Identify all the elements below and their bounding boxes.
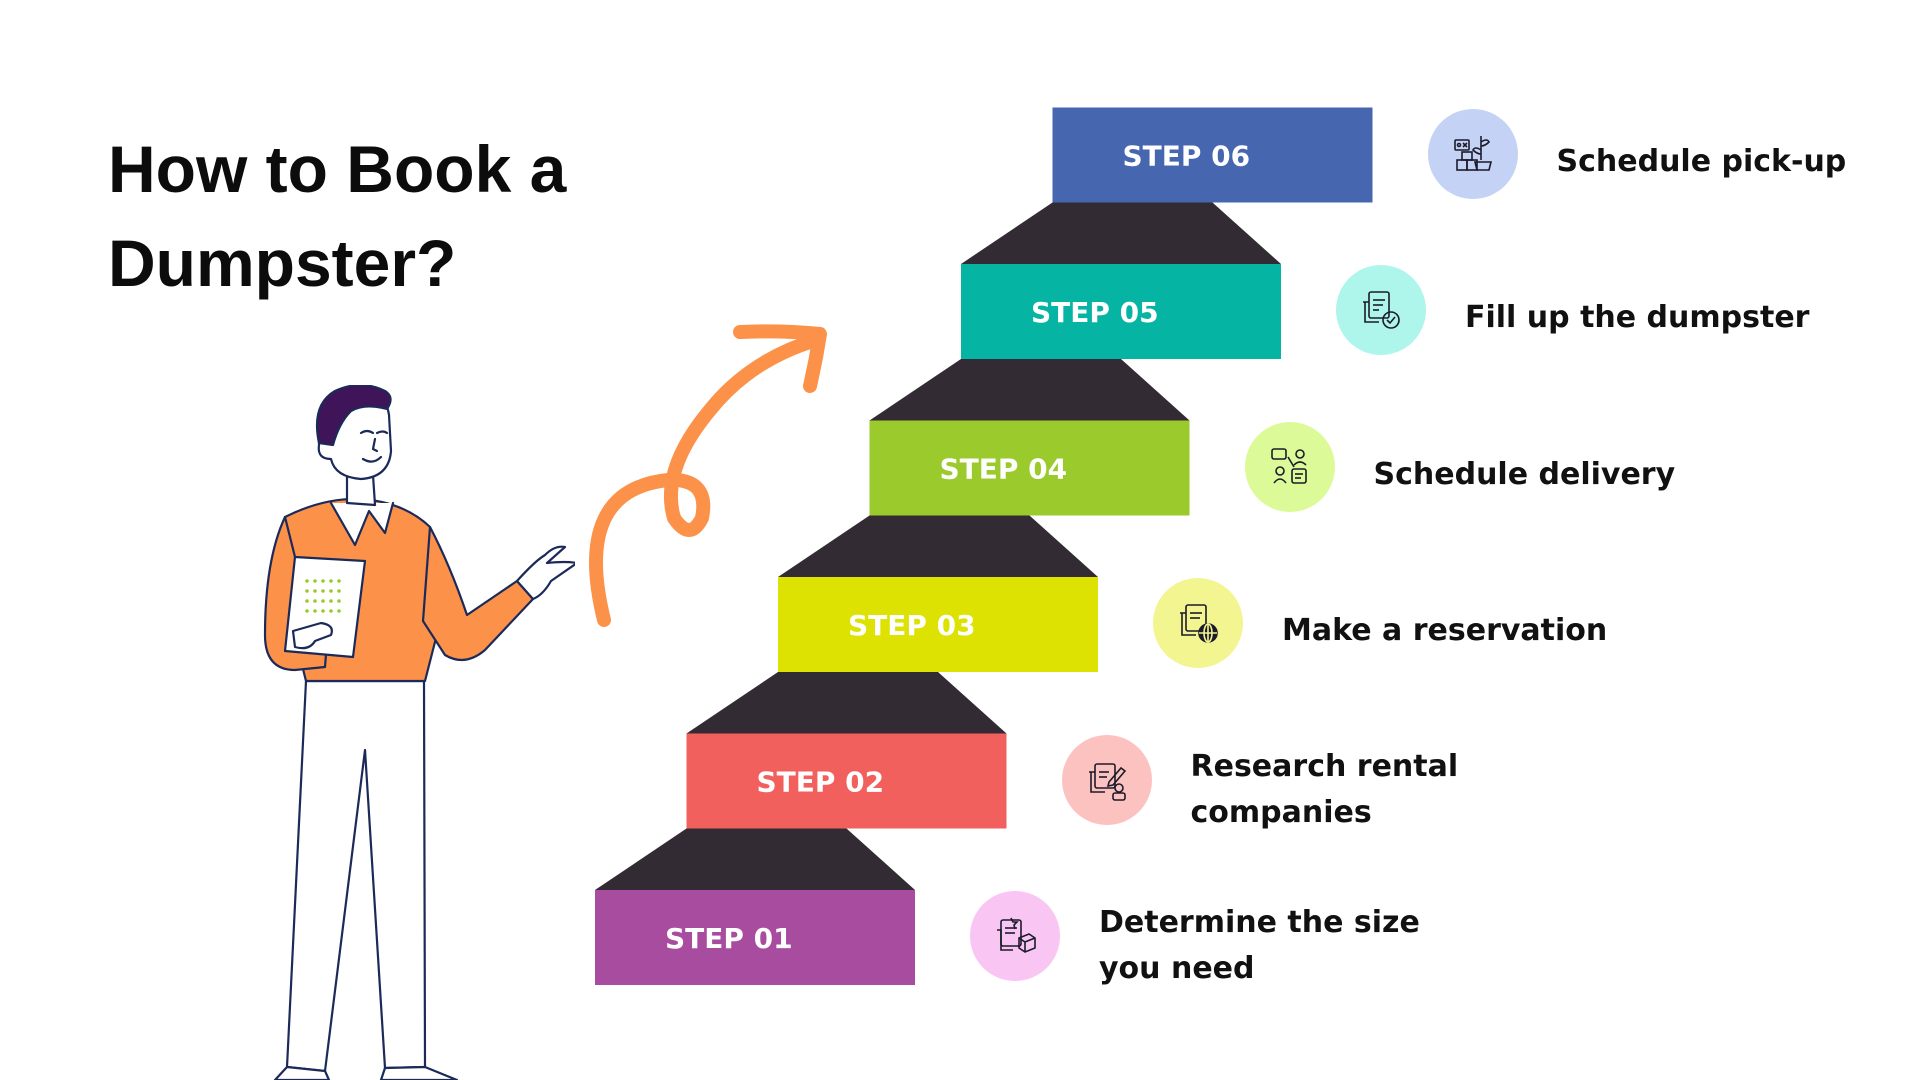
step-description-line: Make a reservation <box>1282 613 1608 648</box>
person-illustration <box>263 385 575 1080</box>
document-edit-person-icon <box>1088 762 1126 801</box>
step-label-3: STEP 03 <box>848 609 976 642</box>
step-block-6 <box>1052 107 1373 203</box>
step-description-5: Fill up the dumpster <box>1465 295 1809 341</box>
step-icon-circle-3 <box>1153 578 1243 668</box>
step-label-5: STEP 05 <box>1031 296 1159 329</box>
step-icon-circle-4 <box>1244 421 1335 512</box>
step-label-6: STEP 06 <box>1123 140 1251 173</box>
team-chat-icon <box>1270 447 1307 484</box>
step-description-6: Schedule pick-up <box>1557 139 1847 185</box>
step-icon-circle-2 <box>1061 734 1152 825</box>
document-box-icon <box>997 917 1036 953</box>
document-globe-icon <box>1180 604 1218 643</box>
step-connector <box>778 515 1098 577</box>
step-description-3: Make a reservation <box>1282 608 1607 654</box>
step-connector <box>686 672 1007 734</box>
step-icon-circle-1 <box>970 891 1060 981</box>
step-description-2: Research rental companies <box>1191 744 1459 836</box>
curved-arrow-icon <box>589 324 827 627</box>
step-icon-circle-6 <box>1427 108 1518 199</box>
step-description-line: Schedule delivery <box>1373 456 1676 492</box>
step-label-2: STEP 02 <box>757 766 885 799</box>
step-description-line: Fill up the dumpster <box>1465 300 1810 335</box>
document-check-icon <box>1363 291 1400 329</box>
step-label-1: STEP 01 <box>665 922 793 955</box>
step-icon-circle-5 <box>1336 265 1426 355</box>
step-connector <box>961 202 1281 264</box>
title-line-2: Dumpster? <box>108 226 457 300</box>
step-description-line: Research rental <box>1190 748 1459 784</box>
title-line-1: How to Book a <box>108 132 567 206</box>
step-description-line: Determine the size <box>1099 905 1420 940</box>
step-connector <box>869 359 1190 421</box>
page-title: How to Book a Dumpster? <box>108 122 668 310</box>
step-description-1: Determine the size you need <box>1099 900 1420 992</box>
step-description-line: you need <box>1099 951 1255 986</box>
step-description-line: Schedule pick-up <box>1556 143 1847 179</box>
delivery-pickup-icon <box>1453 135 1492 171</box>
step-label-4: STEP 04 <box>940 453 1068 486</box>
step-connector <box>595 828 915 890</box>
step-block-4 <box>869 420 1190 516</box>
step-block-2 <box>686 733 1007 829</box>
step-block-5 <box>961 264 1281 359</box>
step-description-line: companies <box>1190 794 1372 830</box>
step-block-3 <box>778 577 1098 672</box>
step-description-4: Schedule delivery <box>1374 452 1676 498</box>
step-block-1 <box>595 890 915 985</box>
